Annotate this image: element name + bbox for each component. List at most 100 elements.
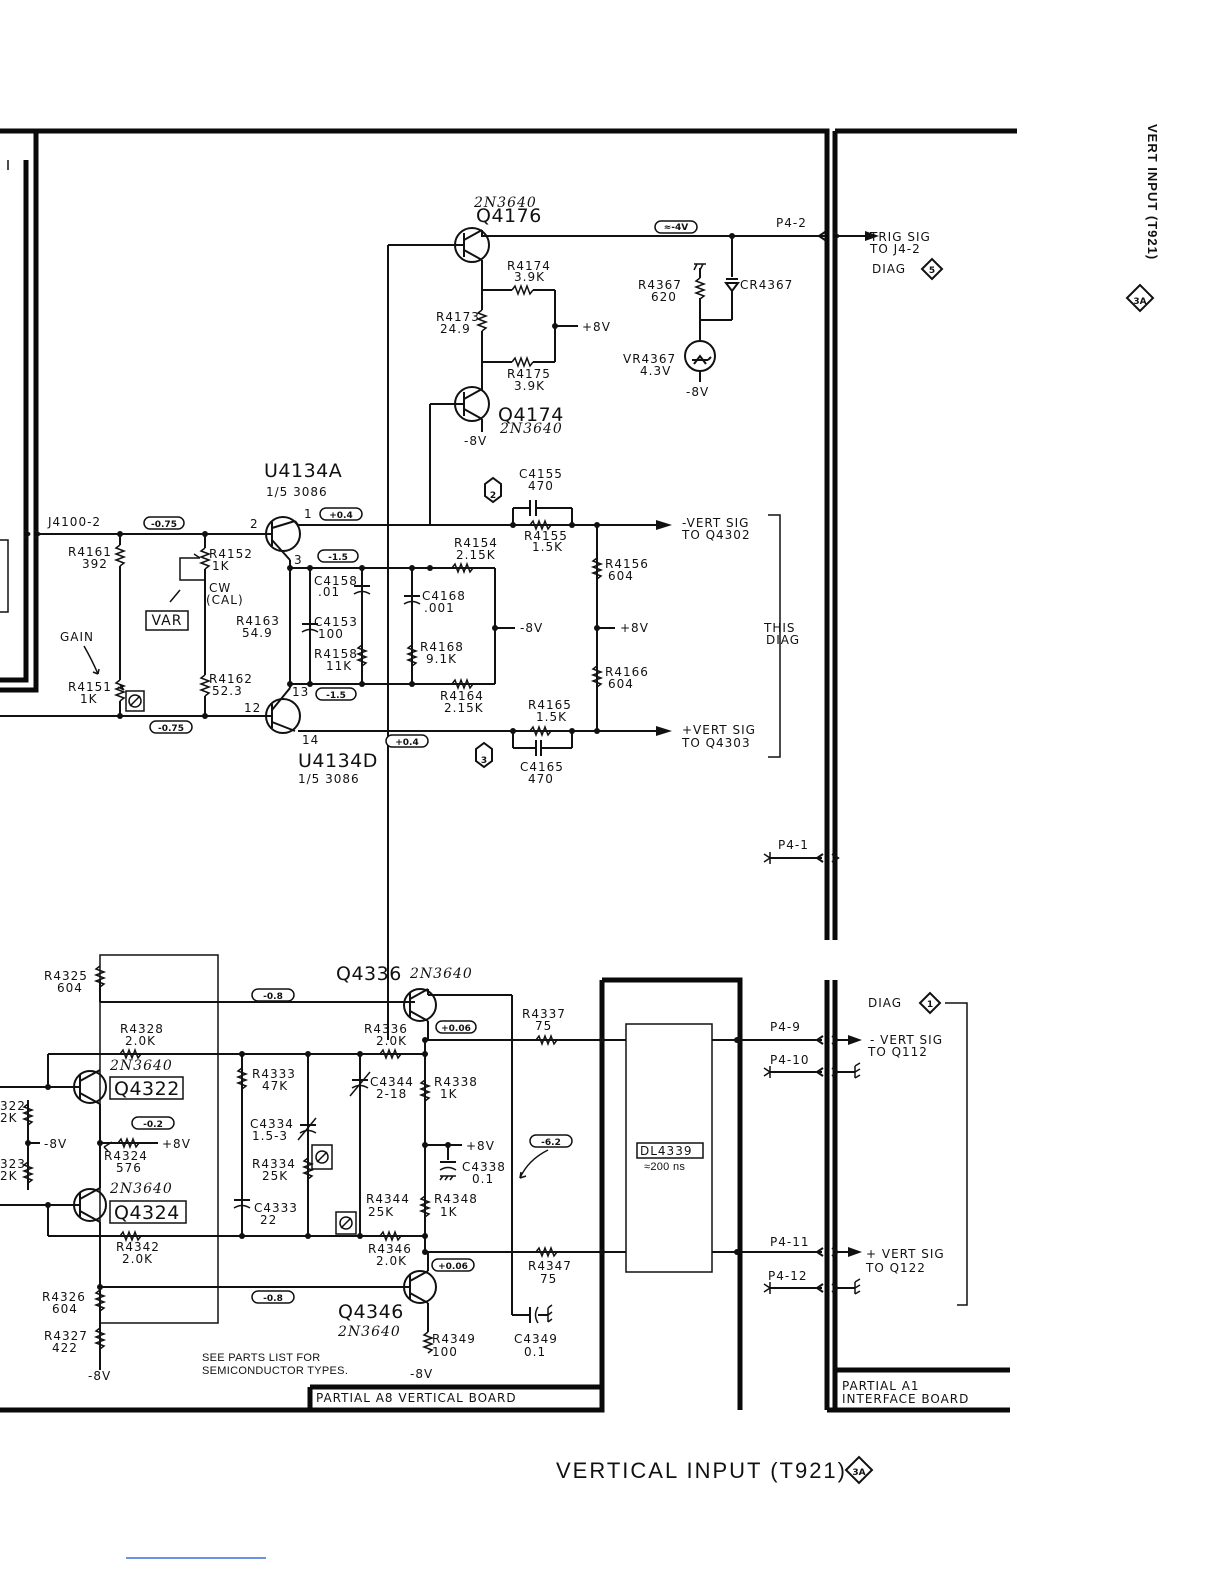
to-q122: TO Q122 [865,1261,926,1275]
q4336-ref: Q4336 [336,963,402,985]
r4325-ref: R4325 [44,969,88,983]
r4152-ref: R4152 [209,547,253,561]
hexagon-markers [475,257,1155,1485]
r4166-ref: R4166 [605,665,649,679]
board-outlines [0,128,1017,1413]
r4327-val: 422 [52,1341,78,1355]
r4342-val: 2.0K [122,1252,153,1266]
v-neg075-top: -0.75 [151,520,177,530]
r4161-val: 392 [82,557,108,571]
pin-14: 14 [302,733,319,747]
trig-diag-num: 5 [929,266,935,276]
q4336-type: 2N3640 [409,966,473,982]
interface-board-2: INTERFACE BOARD [842,1392,969,1406]
v-neg15-top: -1.5 [328,553,348,563]
r4347-ref: R4347 [528,1259,572,1273]
n8v-q4174: -8V [464,434,487,448]
c4155-val: 470 [528,479,554,493]
q4176-ref: Q4176 [476,205,542,227]
r4175-val: 3.9K [514,379,545,393]
n8v-vr4367: -8V [686,385,709,399]
voltage-pills [131,220,698,1304]
r4173-ref: R4173 [436,310,480,324]
conn-p4-10: P4-10 [770,1053,809,1067]
r4154-ref: R4154 [454,536,498,550]
r4158-ref: R4158 [314,647,358,661]
r4156-val: 604 [608,569,634,583]
r4161-ref: R4161 [68,545,112,559]
u4134-section [0,500,781,758]
r4327-ref: R4327 [44,1329,88,1343]
p8v-q4324: +8V [162,1137,191,1151]
trig-diag: DIAG [872,262,906,276]
trigger-stage [387,227,879,1040]
n8v-mid: -8V [520,621,543,635]
v-neg02: -0.2 [143,1120,163,1130]
gain-label: GAIN [60,630,94,644]
pos-vert-to: TO Q4303 [681,736,751,750]
conn-p4-12: P4-12 [768,1269,807,1283]
c4344-ref: C4344 [370,1075,414,1089]
pos-vert-q122: + VERT SIG [866,1247,945,1261]
r4163-val: 54.9 [242,626,273,640]
r4168-ref: R4168 [420,640,464,654]
v-neg62: -6.2 [541,1138,561,1148]
r4338-val: 1K [440,1087,458,1101]
c4334-val: 1.5-3 [252,1129,288,1143]
n8v-left: -8V [44,1137,67,1151]
q4176-type: 2N3640 [473,195,537,211]
r4164-ref: R4164 [440,689,484,703]
boxed-labels [109,610,189,1224]
trig-sig: TRIG SIG [869,230,931,244]
r4155-val: 1.5K [532,540,563,554]
cw-label: CW [209,581,231,595]
c4168-ref: C4168 [422,589,466,603]
r4348-val: 1K [440,1205,458,1219]
v-neg075-bot: -0.75 [158,724,184,734]
r4166-val: 604 [608,677,634,691]
vr4367-val: 4.3V [640,364,671,378]
r4174-ref: R4174 [507,259,551,273]
v-neg15-bot: -1.5 [326,691,346,701]
r4173-val: 24.9 [440,322,471,336]
r4328-ref: R4328 [120,1022,164,1036]
neg-vert-q112: - VERT SIG [870,1033,943,1047]
u4134d-part: 1/5 3086 [298,772,360,786]
r4337-ref: R4337 [522,1007,566,1021]
side-diag-number: 3A [1133,297,1146,307]
c4158-ref: C4158 [314,574,358,588]
p8v-mid: +8V [620,621,649,635]
dl4339-ref: DL4339 [640,1144,692,1158]
r4346-ref: R4346 [368,1242,412,1256]
r4336-val: 2.0K [376,1034,407,1048]
pos-vert-sig: +VERT SIG [682,723,756,737]
pin-13: 13 [292,685,309,699]
r4367-val: 620 [651,290,677,304]
lower-section [0,852,968,1370]
r4342-ref: R4342 [116,1240,160,1254]
q4346-type: 2N3640 [337,1324,401,1340]
n8v-bottom-q4346: -8V [410,1367,433,1381]
c4334-ref: C4334 [250,1117,294,1131]
r4333-ref: R4333 [252,1067,296,1081]
cr4367-ref: CR4367 [740,278,793,292]
this-diag-2: DIAG [766,633,800,647]
r4165-ref: R4165 [528,698,572,712]
r4324-val: 576 [116,1161,142,1175]
note-line1: SEE PARTS LIST FOR [202,1352,321,1364]
r4162-ref: R4162 [209,672,253,686]
r4154-val: 2.15K [456,548,496,562]
c4165-ref: C4165 [520,760,564,774]
r4155-ref: R4155 [524,529,568,543]
v-pos04-top: +0.4 [329,511,352,521]
page-title: VERTICAL INPUT (T921) [556,1458,847,1483]
this-diag-1: THIS [763,621,796,635]
v-neg08-bot: -0.8 [263,1294,283,1304]
r4151-ref: R4151 [68,680,112,694]
conn-j4100-2: J4100-2 [47,515,101,529]
c4155-ref: C4155 [519,467,563,481]
r4326-ref: R4326 [42,1290,86,1304]
pin-12: 12 [244,701,261,715]
pin-1: 1 [304,507,313,521]
